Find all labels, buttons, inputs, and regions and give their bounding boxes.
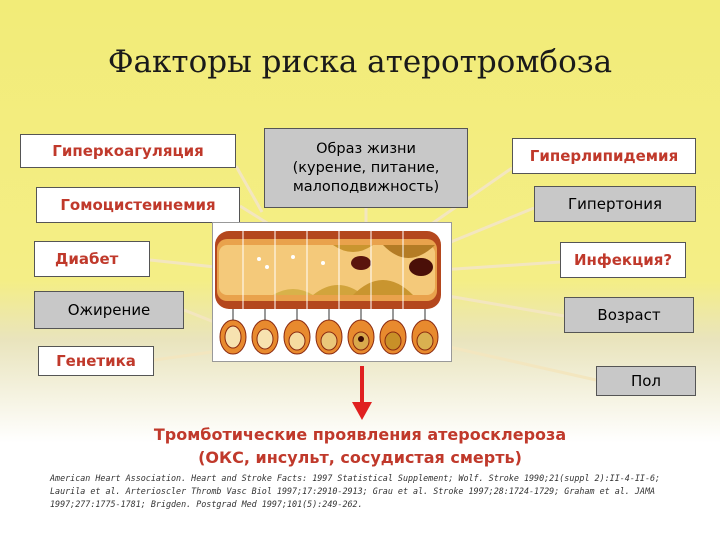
factor-hypertension: Гипертония	[534, 186, 696, 222]
factor-genetics: Генетика	[38, 346, 154, 376]
lifestyle-line-3: малоподвижность)	[292, 178, 440, 195]
reference-line: Laurila et al. Arterioscler Thromb Vasc …	[50, 486, 656, 496]
reference-line: American Heart Association. Heart and St…	[50, 473, 661, 483]
factor-sex: Пол	[596, 366, 696, 396]
result-subtitle: (ОКС, инсульт, сосудистая смерть)	[198, 448, 522, 467]
factor-obesity: Ожирение	[34, 291, 184, 329]
lifestyle-line-1: Образ жизни	[316, 140, 416, 157]
factor-hyperlipidemia: Гиперлипидемия	[512, 138, 696, 174]
artery-drawing	[215, 231, 441, 355]
factor-hypercoagulation: Гиперкоагуляция	[20, 134, 236, 168]
factor-homocysteinemia: Гомоцистеинемия	[36, 187, 240, 223]
artery-progression-illustration	[212, 222, 452, 362]
factor-diabetes: Диабет	[34, 241, 150, 277]
result-title: Тромботические проявления атеросклероза	[153, 425, 567, 444]
factor-infection: Инфекция?	[560, 242, 686, 278]
references: American Heart Association. Heart and St…	[50, 472, 700, 511]
factor-age: Возраст	[564, 297, 694, 333]
lifestyle-line-2: (курение, питание,	[292, 159, 440, 176]
slide-title: Факторы риска атеротромбоза	[107, 44, 613, 80]
factor-lifestyle: Образ жизни (курение, питание, малоподви…	[264, 128, 468, 208]
reference-line: 1997;277:1775-1781; Brigden. Postgrad Me…	[50, 499, 363, 509]
